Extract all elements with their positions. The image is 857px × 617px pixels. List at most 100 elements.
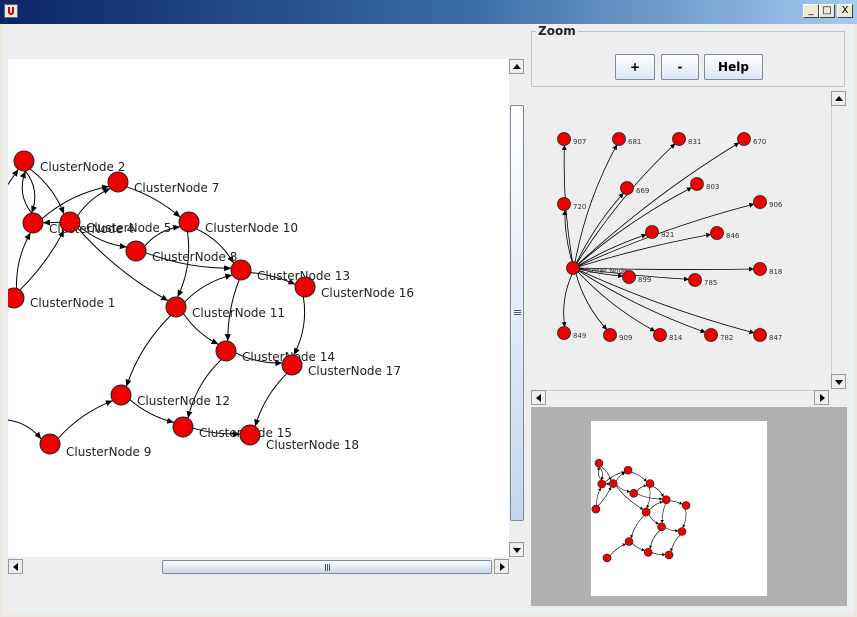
graph-node[interactable] <box>22 212 44 234</box>
detail-edge <box>577 142 740 265</box>
vertical-scroll-thumb[interactable] <box>510 105 524 521</box>
zoom-panel: Zoom + - Help <box>531 24 845 87</box>
detail-leaf-node[interactable] <box>753 195 767 209</box>
detail-edge <box>577 271 656 332</box>
detail-leaf-node[interactable] <box>672 132 686 146</box>
scroll-down-button[interactable] <box>509 542 524 557</box>
graph-node[interactable] <box>8 287 25 309</box>
detail-leaf-node[interactable] <box>710 226 724 240</box>
graph-edge <box>41 184 110 220</box>
close-button[interactable]: X <box>837 4 853 18</box>
graph-node[interactable] <box>281 354 303 376</box>
detail-leaf-node[interactable] <box>557 132 571 146</box>
detail-leaf-node[interactable] <box>557 197 571 211</box>
detail-leaf-label: 846 <box>726 232 740 240</box>
overview-node <box>608 479 618 488</box>
overview-viewport[interactable] <box>591 421 767 596</box>
detail-leaf-node[interactable] <box>612 132 626 146</box>
graph-edge <box>145 252 232 272</box>
detail-edge <box>578 269 755 335</box>
detail-leaf-node[interactable] <box>653 328 667 342</box>
scroll-left-button[interactable] <box>8 559 23 574</box>
detail-leaf-node[interactable] <box>645 225 659 239</box>
detail-horizontal-scrollbar[interactable] <box>531 390 829 406</box>
scroll-up-button[interactable] <box>509 59 524 74</box>
overview-edge <box>616 485 631 494</box>
graph-edge <box>129 399 175 424</box>
detail-scroll-left-button[interactable] <box>531 390 546 405</box>
arrow-right-icon <box>500 563 505 571</box>
detail-leaf-node[interactable] <box>753 328 767 342</box>
graph-edge <box>196 228 235 264</box>
graph-node[interactable] <box>215 340 237 362</box>
main-vertical-scrollbar[interactable] <box>509 59 525 557</box>
detail-leaf-node[interactable] <box>737 132 751 146</box>
detail-edge <box>576 143 676 264</box>
graph-edge <box>144 224 181 247</box>
overview-node <box>645 479 655 488</box>
detail-leaf-node[interactable] <box>620 181 634 195</box>
detail-horizontal-track[interactable] <box>546 390 814 406</box>
detail-leaf-node[interactable] <box>688 273 702 287</box>
maximize-button[interactable]: □ <box>819 4 835 18</box>
arrow-left-icon <box>536 394 541 402</box>
graph-edge <box>15 232 31 289</box>
detail-center-node[interactable] <box>566 261 580 275</box>
detail-edge <box>561 273 573 328</box>
scroll-right-button[interactable] <box>494 559 509 574</box>
detail-leaf-node[interactable] <box>753 262 767 276</box>
detail-scroll-down-button[interactable] <box>831 374 846 389</box>
graph-node[interactable] <box>107 171 129 193</box>
detail-leaf-node[interactable] <box>557 326 571 340</box>
graph-edge <box>29 168 65 215</box>
detail-scroll-up-button[interactable] <box>831 91 846 106</box>
detail-leaf-label: 906 <box>769 201 783 209</box>
graph-node-label: ClusterNode 10 <box>205 221 298 235</box>
graph-edge <box>224 279 240 342</box>
graph-node[interactable] <box>165 296 187 318</box>
graph-node[interactable] <box>125 240 147 262</box>
minimize-button[interactable]: _ <box>803 4 819 18</box>
detail-leaf-node[interactable] <box>603 328 617 342</box>
main-horizontal-scrollbar[interactable] <box>8 559 509 575</box>
graph-node[interactable] <box>110 384 132 406</box>
java-cup-icon <box>4 4 18 18</box>
graph-node-label: ClusterNode 17 <box>308 364 401 378</box>
detail-leaf-node[interactable] <box>690 177 704 191</box>
graph-node[interactable] <box>39 433 61 455</box>
arrow-down-icon <box>513 548 521 553</box>
arrow-down-icon <box>835 380 843 385</box>
detail-edge <box>578 232 712 267</box>
overview-node <box>602 553 612 563</box>
overview-edge <box>631 471 647 482</box>
overview-panel[interactable] <box>531 407 847 606</box>
detail-scroll-right-button[interactable] <box>814 390 829 405</box>
overview-edge <box>648 514 659 525</box>
graph-node[interactable] <box>230 259 252 281</box>
detail-leaf-label: 720 <box>573 203 586 211</box>
graph-node[interactable] <box>294 276 316 298</box>
overview-edge <box>609 543 626 556</box>
help-button[interactable]: Help <box>704 54 763 80</box>
graph-node[interactable] <box>172 416 194 438</box>
graph-node[interactable] <box>239 424 261 446</box>
horizontal-scroll-thumb[interactable] <box>162 560 492 574</box>
detail-vertical-track[interactable] <box>831 106 847 374</box>
zoom-in-button[interactable]: + <box>615 54 655 80</box>
graph-node-label: ClusterNode 12 <box>137 394 230 408</box>
overview-edge <box>596 467 602 481</box>
graph-node[interactable] <box>59 211 81 233</box>
detail-vertical-scrollbar[interactable] <box>831 91 847 389</box>
detail-leaf-node[interactable] <box>622 270 636 284</box>
detail-leaf-node[interactable] <box>704 328 718 342</box>
detail-leaf-label: 821 <box>661 231 674 239</box>
graph-node[interactable] <box>13 150 35 172</box>
arrow-up-icon <box>835 96 843 101</box>
zoom-out-button[interactable]: - <box>661 54 699 80</box>
graph-node[interactable] <box>178 211 200 233</box>
overview-node <box>661 495 671 504</box>
